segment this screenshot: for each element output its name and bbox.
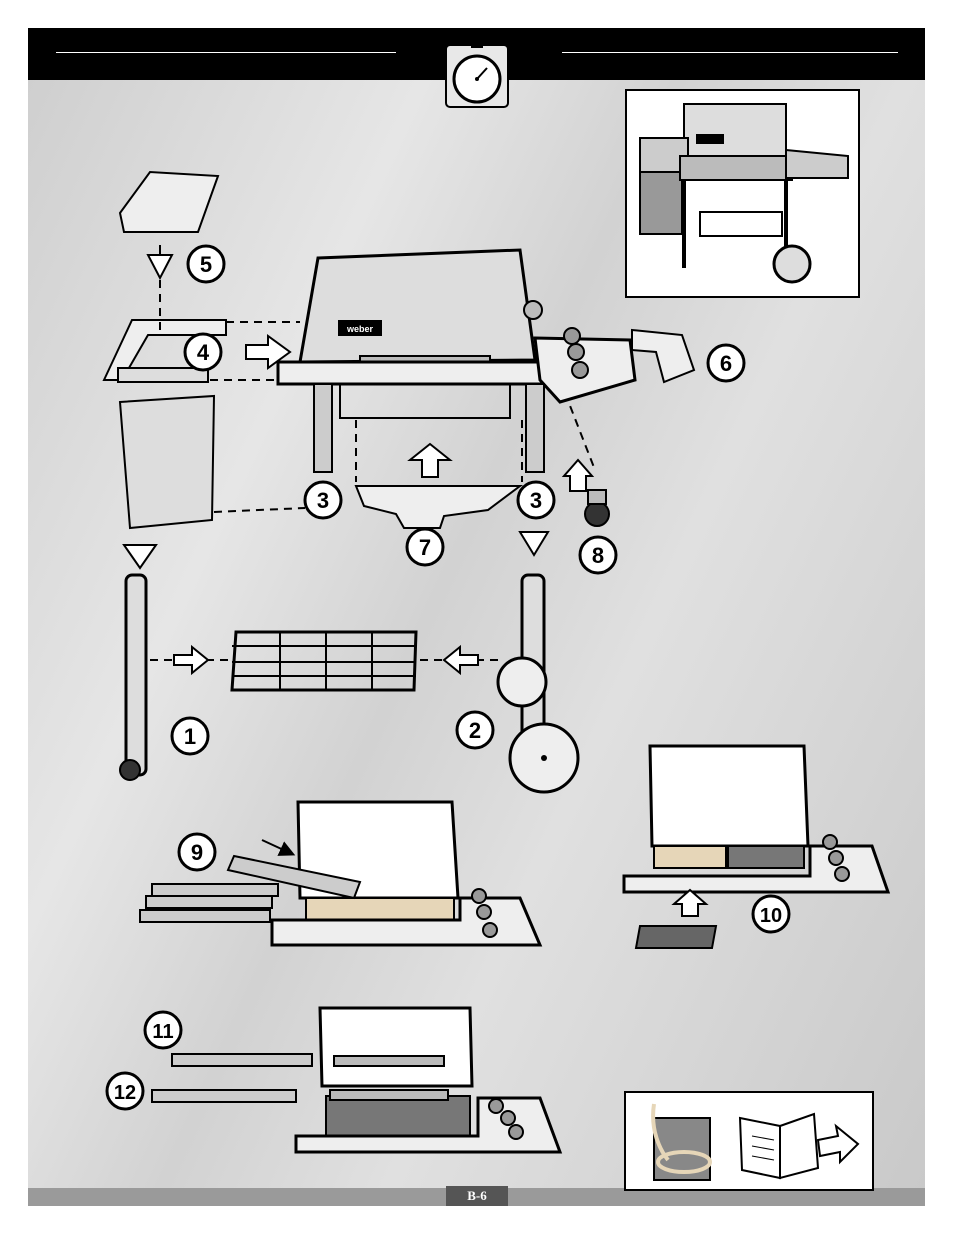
step-badge: 2 <box>457 712 493 748</box>
step-badge: 8 <box>580 537 616 573</box>
completed-grill-inset <box>626 90 859 297</box>
step-badge: 4 <box>185 334 221 370</box>
step-badge: 6 <box>708 345 744 381</box>
step-badge: 12 <box>107 1073 143 1109</box>
step-11-12-illustration <box>152 1008 560 1152</box>
step-badge: 10 <box>753 896 789 932</box>
svg-text:3: 3 <box>317 488 329 513</box>
svg-text:8: 8 <box>592 543 604 568</box>
svg-text:4: 4 <box>197 340 210 365</box>
bottom-rack <box>232 632 416 690</box>
svg-text:5: 5 <box>200 252 212 277</box>
step-9-illustration <box>140 802 540 945</box>
step-badge: 7 <box>407 529 443 565</box>
svg-text:12: 12 <box>114 1082 136 1104</box>
svg-text:11: 11 <box>152 1021 173 1043</box>
step-badge: 11 <box>145 1012 181 1048</box>
svg-text:1: 1 <box>184 724 196 749</box>
svg-text:9: 9 <box>191 840 203 865</box>
step-badge: 5 <box>188 246 224 282</box>
step-badge: 3 <box>305 482 341 518</box>
svg-text:10: 10 <box>760 905 782 927</box>
grill-logo: weber <box>346 324 374 334</box>
stopwatch-icon <box>446 40 508 107</box>
svg-text:6: 6 <box>720 351 732 376</box>
main-grill-illustration <box>278 250 635 472</box>
step-badge: 3 <box>518 482 554 518</box>
step-badge: 1 <box>172 718 208 754</box>
svg-text:2: 2 <box>469 718 481 743</box>
svg-text:3: 3 <box>530 488 542 513</box>
step-badge: 9 <box>179 834 215 870</box>
final-instructions-box <box>625 1092 873 1190</box>
svg-text:7: 7 <box>419 535 431 560</box>
